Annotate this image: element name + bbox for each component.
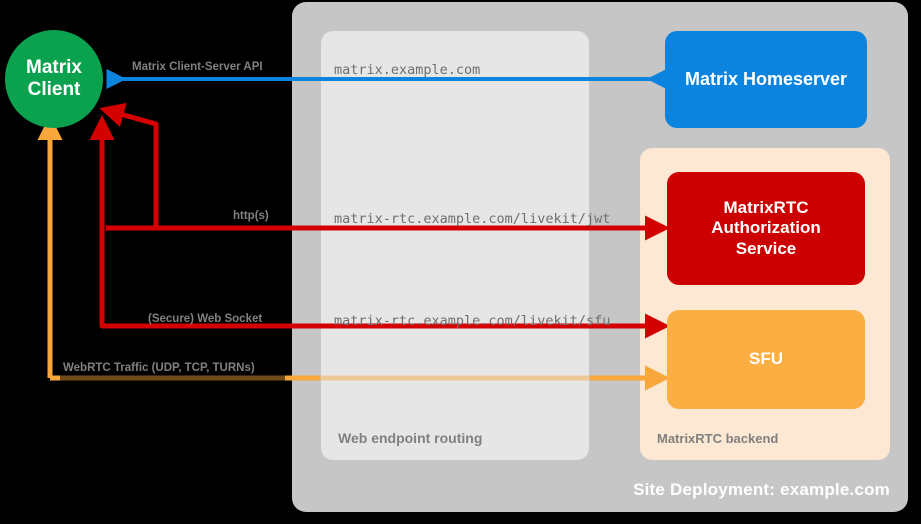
node-matrix-client[interactable]: Matrix Client: [5, 30, 103, 128]
endpoint-livekit-jwt-url: matrix-rtc.example.com/livekit/jwt: [334, 211, 611, 227]
edge-label-websocket: (Secure) Web Socket: [148, 313, 263, 325]
web-endpoint-routing-container: Web endpoint routing: [321, 31, 589, 460]
edge-label-webrtc: WebRTC Traffic (UDP, TCP, TURNs): [63, 362, 255, 374]
node-matrix-homeserver[interactable]: Matrix Homeserver: [665, 31, 867, 128]
node-sfu-label: SFU: [749, 349, 783, 369]
node-matrix-homeserver-label: Matrix Homeserver: [684, 68, 848, 89]
endpoint-livekit-sfu-url: matrix-rtc.example.com/livekit/sfu: [334, 313, 611, 329]
site-deployment-label: Site Deployment: example.com: [633, 480, 890, 499]
matrixrtc-backend-label: MatrixRTC backend: [657, 431, 779, 446]
node-auth-line3: Service: [735, 238, 797, 258]
node-auth-line1: MatrixRTC: [723, 197, 809, 217]
edge-label-client-server-api: Matrix Client-Server API: [132, 61, 263, 73]
node-sfu[interactable]: SFU: [667, 310, 865, 409]
node-matrix-client-line2: Client: [27, 79, 81, 100]
node-auth-line2: Authorization: [711, 218, 821, 238]
web-endpoint-routing-label: Web endpoint routing: [338, 430, 483, 446]
endpoint-matrix-url: matrix.example.com: [334, 62, 481, 78]
node-matrixrtc-authorization-service[interactable]: MatrixRTC Authorization Service: [667, 172, 865, 285]
edge-label-https: http(s): [233, 210, 269, 222]
node-matrix-client-line1: Matrix: [26, 57, 82, 79]
